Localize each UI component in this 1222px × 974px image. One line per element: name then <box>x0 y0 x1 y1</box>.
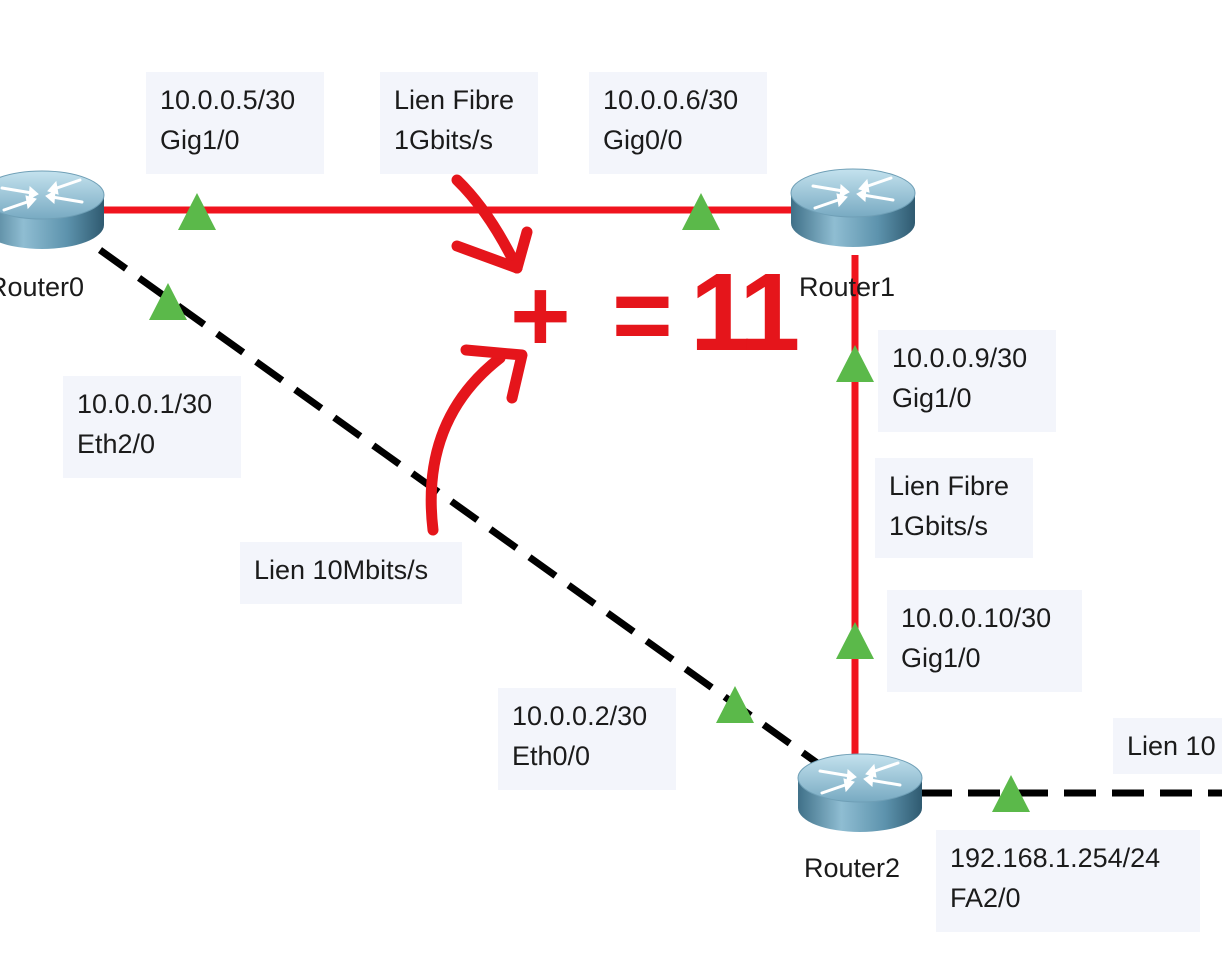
link-type: Lien Fibre <box>889 471 1010 501</box>
link-speed: 1Gbits/s <box>889 511 989 541</box>
interface-address: 192.168.1.254/24 <box>950 843 1161 873</box>
arrow-from-fiber-link-head <box>451 226 533 274</box>
port-up-triangle <box>716 686 754 723</box>
annotation-plus: + <box>510 258 571 374</box>
interface-address: 10.0.0.10/30 <box>901 603 1052 633</box>
interface-port: Gig1/0 <box>160 125 240 155</box>
router2-label: Router2 <box>804 853 901 883</box>
port-up-triangle <box>836 345 874 382</box>
interface-label-r0-eth: 10.0.0.1/30 Eth2/0 <box>63 376 241 478</box>
router0-icon[interactable] <box>0 169 106 251</box>
interface-port: Gig0/0 <box>603 125 683 155</box>
port-up-triangle <box>149 283 187 320</box>
port-up-triangle <box>836 622 874 659</box>
arrow-from-copper-link <box>425 352 506 536</box>
interface-address: 10.0.0.9/30 <box>892 343 1028 373</box>
annotation-equals: = <box>612 258 673 374</box>
router0-label: Router0 <box>0 272 85 302</box>
interface-label-r1-gig00: 10.0.0.6/30 Gig0/0 <box>589 72 767 174</box>
interface-port: FA2/0 <box>950 883 1021 913</box>
interface-port: Gig1/0 <box>901 643 981 673</box>
link-label-r0-r1: Lien Fibre 1Gbits/s <box>380 72 538 174</box>
router1-label: Router1 <box>799 272 896 302</box>
link-speed: Lien 10 <box>1127 731 1216 761</box>
interface-address: 10.0.0.1/30 <box>77 389 213 419</box>
interface-port: Eth0/0 <box>512 741 591 771</box>
interface-port: Eth2/0 <box>77 429 156 459</box>
interface-label-r1-gig10: 10.0.0.9/30 Gig1/0 <box>878 330 1056 432</box>
router1-icon[interactable] <box>789 167 917 249</box>
port-up-triangle <box>682 193 720 230</box>
link-speed: Lien 10Mbits/s <box>254 555 429 585</box>
interface-address: 10.0.0.6/30 <box>603 85 739 115</box>
interface-label-r2-gig10: 10.0.0.10/30 Gig1/0 <box>887 590 1082 692</box>
port-up-triangle <box>992 775 1030 812</box>
handwritten-annotation <box>425 174 533 536</box>
links <box>97 206 1222 797</box>
interface-label-r2-fa: 192.168.1.254/24 FA2/0 <box>936 830 1200 932</box>
interface-address: 10.0.0.5/30 <box>160 85 296 115</box>
link-type: Lien Fibre <box>394 85 515 115</box>
port-up-triangle <box>178 193 216 230</box>
interface-address: 10.0.0.2/30 <box>512 701 648 731</box>
interface-port: Gig1/0 <box>892 383 972 413</box>
interface-label-r0-gig: 10.0.0.5/30 Gig1/0 <box>146 72 324 174</box>
arrow-from-fiber-link <box>451 174 523 274</box>
arrow-from-copper-link-head <box>460 344 528 404</box>
link-label-r2-out: Lien 10 <box>1113 718 1222 774</box>
link-r0-r2[interactable] <box>97 247 823 768</box>
port-status-indicators <box>149 193 1030 812</box>
link-label-r1-r2: Lien Fibre 1Gbits/s <box>875 458 1033 558</box>
link-speed: 1Gbits/s <box>394 125 494 155</box>
router2-icon[interactable] <box>796 752 924 834</box>
link-label-r0-r2: Lien 10Mbits/s <box>240 542 462 604</box>
annotation-value: 11 <box>690 251 800 374</box>
interface-label-r2-eth: 10.0.0.2/30 Eth0/0 <box>498 688 676 790</box>
